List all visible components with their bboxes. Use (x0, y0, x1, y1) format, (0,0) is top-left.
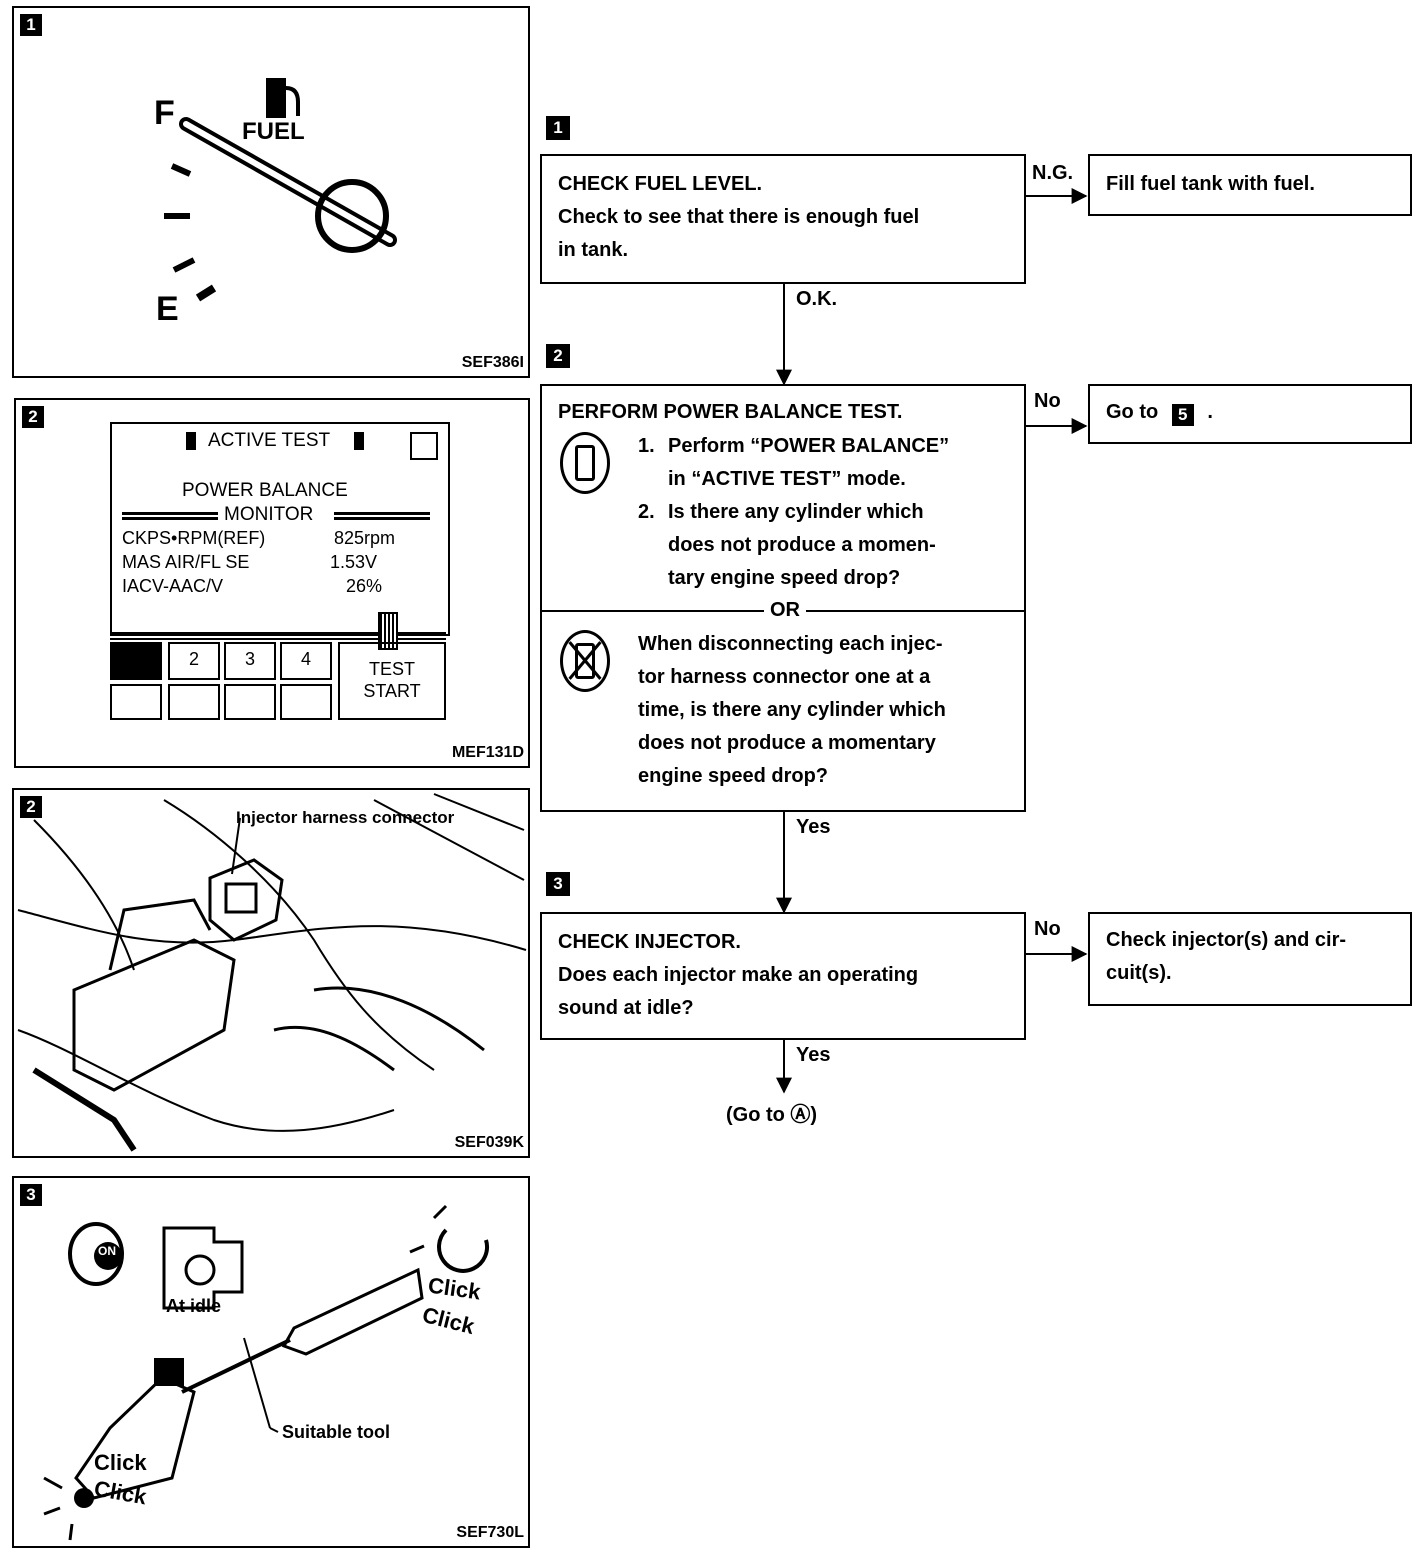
item-number: 1. (638, 435, 655, 457)
check-injector-circuit-box: Check injector(s) and cir- cuit(s). (1088, 912, 1412, 1006)
cylinder-key-1[interactable] (110, 642, 162, 680)
goto-suffix: . (1207, 401, 1213, 423)
step-badge: 3 (20, 1184, 42, 1206)
step-title: CHECK INJECTOR. (558, 931, 741, 953)
step-badge: 2 (22, 406, 44, 428)
action-line: cuit(s). (1106, 962, 1172, 984)
blank-key[interactable] (280, 684, 332, 720)
step-text-line: sound at idle? (558, 997, 694, 1019)
blank-key[interactable] (224, 684, 276, 720)
consult-screen-figure: 2 ACTIVE TEST POWER BALANCE MONITOR CKPS… (14, 398, 530, 768)
power-balance-test-box: PERFORM POWER BALANCE TEST. 1. Perform “… (540, 384, 1026, 812)
action-line: Check injector(s) and cir- (1106, 929, 1347, 951)
figure-code: SEF039K (454, 1134, 524, 1151)
blank-key[interactable] (168, 684, 220, 720)
cylinder-key-4[interactable]: 4 (280, 642, 332, 680)
screen-header: ACTIVE TEST (208, 430, 331, 451)
check-injector-box: CHECK INJECTOR. Does each injector make … (540, 912, 1026, 1040)
item-number: 2. (638, 501, 655, 523)
alt-line: time, is there any cylinder which (638, 699, 946, 721)
step-title: CHECK FUEL LEVEL. (558, 173, 763, 195)
row-value: 1.53V (330, 552, 378, 572)
no-label: No (1034, 390, 1061, 412)
monitor-rule-left (122, 512, 218, 520)
header-block-right (354, 432, 364, 450)
alt-line: When disconnecting each injec- (638, 633, 943, 655)
no-label: No (1034, 918, 1061, 940)
engine-drawing (17, 793, 527, 1152)
cylinder-key-2[interactable]: 2 (168, 642, 220, 680)
item-line: tary engine speed drop? (668, 567, 901, 589)
alt-line: engine speed drop? (638, 765, 829, 787)
or-label: OR (764, 594, 806, 627)
goto-a-label: (Go to Ⓐ) (726, 1104, 818, 1126)
row-value: 26% (346, 576, 383, 596)
step-text-line: in tank. (558, 239, 629, 261)
step-badge: 2 (20, 796, 42, 818)
test-start-key[interactable]: TEST START (338, 642, 446, 720)
ok-label: O.K. (796, 288, 838, 310)
header-block-left (186, 432, 196, 450)
go-to-step-5-box: Go to 5 . (1088, 384, 1412, 444)
suitable-tool-label: Suitable tool (282, 1422, 390, 1442)
item-line: Perform “POWER BALANCE” (668, 435, 950, 457)
check-fuel-level-box: CHECK FUEL LEVEL. Check to see that ther… (540, 154, 1026, 284)
connector-callout: Injector harness connector (236, 808, 455, 827)
step-text-line: Check to see that there is enough fuel (558, 206, 920, 228)
row-value: 825rpm (334, 528, 396, 548)
alt-line: tor harness connector one at a (638, 666, 931, 688)
consult-tool-icon (560, 432, 610, 494)
consult-display: ACTIVE TEST POWER BALANCE MONITOR CKPS•R… (110, 422, 450, 636)
fuel-label: FUEL (242, 118, 305, 145)
step-ref-badge: 5 (1171, 404, 1194, 426)
goto-prefix: Go to (1106, 401, 1159, 423)
yes-label: Yes (796, 816, 831, 838)
screen-divider (110, 632, 446, 640)
screen-corner-box (410, 432, 438, 460)
test-start-line: START (363, 681, 421, 701)
step-text-line: Does each injector make an operating (558, 964, 919, 986)
fuel-gauge-figure: 1 F FUEL E SEF386I (12, 6, 530, 378)
figure-code: SEF386I (461, 354, 524, 371)
fuel-gauge-drawing (164, 78, 397, 302)
alt-line: does not produce a momentary (638, 732, 936, 754)
step-badge: 1 (546, 116, 570, 140)
row-name: CKPS•RPM(REF) (122, 528, 266, 548)
cylinder-key-3[interactable]: 3 (224, 642, 276, 680)
no-tool-icon (560, 630, 610, 692)
monitor-rule-right (334, 512, 430, 520)
test-start-line: TEST (368, 659, 415, 679)
injector-connector-figure: 2 Injector harness connector SEF039K (12, 788, 530, 1158)
step-badge: 2 (546, 344, 570, 368)
empty-mark: E (156, 290, 179, 328)
action-text: Fill fuel tank with fuel. (1106, 173, 1315, 195)
screen-title: POWER BALANCE (182, 480, 348, 501)
item-line: does not produce a momen- (668, 534, 936, 556)
item-line: in “ACTIVE TEST” mode. (668, 468, 906, 490)
at-idle-label: At idle (166, 1296, 222, 1316)
item-line: Is there any cylinder which (668, 501, 924, 523)
injector-sound-figure: 3 ON At idle Click Click Suitable tool C… (12, 1176, 530, 1548)
finger-pointer (378, 612, 398, 650)
row-name: MAS AIR/FL SE (122, 552, 250, 572)
step-badge: 3 (546, 872, 570, 896)
monitor-label: MONITOR (224, 504, 314, 525)
figure-code: MEF131D (451, 744, 524, 761)
injector-tool-drawing (43, 1204, 489, 1541)
full-mark: F (154, 94, 175, 132)
row-name: IACV-AAC/V (122, 576, 224, 596)
figure-code: SEF730L (456, 1524, 524, 1541)
step-badge: 1 (20, 14, 42, 36)
yes-label: Yes (796, 1044, 831, 1066)
blank-key[interactable] (110, 684, 162, 720)
fill-fuel-tank-box: Fill fuel tank with fuel. (1088, 154, 1412, 216)
click-label: Click (94, 1450, 147, 1475)
step-title: PERFORM POWER BALANCE TEST. (558, 401, 903, 423)
ng-label: N.G. (1032, 162, 1074, 184)
ignition-on-label: ON (98, 1244, 116, 1258)
